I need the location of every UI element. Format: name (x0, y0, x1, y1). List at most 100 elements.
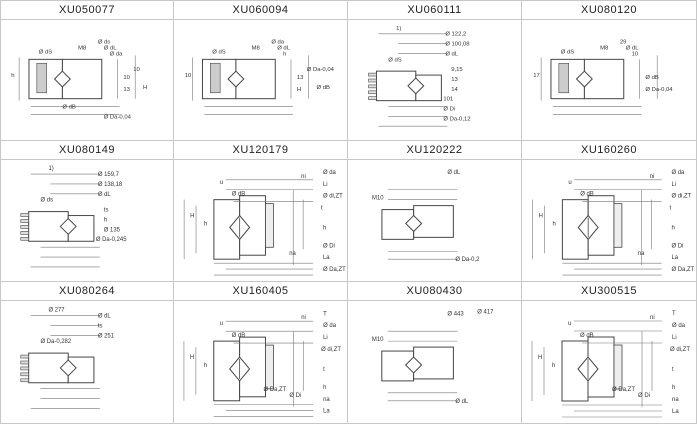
dimension-label: ni (650, 174, 655, 180)
roller (59, 359, 77, 377)
dimension-label: Ø 417 (477, 309, 494, 315)
dimension-label: Ø Di (443, 106, 455, 112)
bearing-code-title: XU060111 (348, 1, 521, 20)
dimension-label: h (204, 221, 207, 227)
bearing-code-title: XU120222 (348, 141, 521, 160)
gear-tooth (368, 78, 377, 83)
dimension-label: Ø Da,ZT (263, 387, 286, 393)
bearing-code-title: XU080120 (522, 1, 696, 20)
dimension-label: Ø 277 (48, 308, 64, 314)
dimension-label: La (323, 255, 330, 261)
dimension-label: Ø 122,2 (445, 32, 466, 38)
roller (407, 77, 425, 95)
dimension-label: Ø Da-0,245 (96, 237, 127, 243)
dimension-label: Ø 443 (447, 311, 464, 317)
dimension-label: Ø ds (98, 40, 110, 46)
dimension-label: H (190, 214, 194, 220)
dimension-label: 101 (443, 97, 453, 103)
housing-flange (265, 203, 274, 248)
roller (405, 214, 423, 233)
dimension-label: Li (323, 335, 328, 341)
dimension-label: H (297, 87, 301, 93)
dimension-label: Ø dB (580, 333, 594, 339)
dimension-label: na (638, 251, 645, 257)
dimension-label: u (568, 321, 571, 327)
dimension-label: Li (671, 182, 676, 188)
dimension-label: Ø dB (232, 192, 246, 198)
dimension-label: 17 (533, 73, 540, 79)
bearing-code-title: XU160405 (174, 282, 347, 301)
dimension-label: 14 (451, 87, 458, 93)
dimension-label: u (568, 180, 571, 186)
dimension-label: Ø di,ZT (670, 347, 690, 353)
dimension-label: Ø da (323, 170, 337, 176)
hatched-section (210, 62, 221, 94)
dimension-label: h (283, 51, 286, 57)
housing-flange (613, 344, 623, 390)
hatched-section (558, 62, 569, 94)
dimension-label: Ø da (110, 51, 123, 57)
dimension-label: h (672, 385, 675, 391)
dimension-label: Ø dS (388, 57, 401, 63)
dimension-label: Ø dS (39, 49, 52, 55)
dimension-label: h (11, 73, 14, 79)
dimension-label: 10 (123, 75, 130, 81)
dimension-label: ts (98, 323, 103, 329)
dimension-label: Ø dL (455, 399, 469, 405)
gear-tooth (20, 231, 29, 235)
dimension-label: Ø 159,7 (98, 172, 119, 178)
dimension-label: 13 (123, 87, 130, 93)
bearing-code-title: XU080430 (348, 282, 521, 301)
dimension-label: 1) (48, 166, 53, 172)
dimension-label: u (220, 321, 223, 327)
dimension-label: Ø dL (445, 51, 458, 57)
dimension-label: Ø Da-0,12 (443, 116, 470, 122)
gear-tooth (368, 90, 377, 95)
dimension-label: na (323, 397, 330, 403)
dimension-label: Ø dB (232, 333, 246, 339)
dimension-label: M10 (372, 337, 384, 343)
dimension-label: 29 (620, 40, 627, 46)
bearing-code-title: XU160260 (522, 141, 696, 160)
dimension-label: u (220, 180, 223, 186)
bearing-code-title: XU050077 (1, 1, 173, 20)
dimension-label: Ø Da,ZT (612, 387, 635, 393)
dimension-label: M8 (78, 46, 87, 52)
dimension-label: Ø 251 (98, 333, 114, 339)
dimension-label: Ø 135 (104, 227, 121, 233)
dimension-label: Ø 100,08 (445, 42, 470, 48)
housing-flange (265, 344, 274, 390)
dimension-label: na (289, 251, 296, 257)
dimension-label: t (672, 367, 674, 373)
roller (53, 70, 71, 88)
dimension-label: T (323, 311, 327, 317)
dimension-label: Ø 138,18 (98, 182, 123, 188)
dimension-label: Ø di,ZT (671, 194, 691, 200)
roller (59, 217, 77, 236)
dimension-label: La (672, 409, 679, 415)
dimension-label: Ø da (271, 40, 284, 46)
gear-tooth (20, 366, 29, 371)
dimension-label: Ø di,ZT (323, 194, 343, 200)
dimension-label: Ø dB (62, 105, 75, 111)
dimension-label: 1) (396, 26, 401, 32)
dimension-label: Ø da (671, 170, 685, 176)
dimension-label: h (671, 225, 674, 231)
bearing-code-title: XU120179 (174, 141, 347, 160)
dimension-label: ts (104, 208, 109, 214)
dimension-label: 13 (451, 77, 458, 83)
dimension-label: h (323, 225, 326, 231)
dimension-label: Ø dL (98, 192, 112, 198)
bearing-code-title: XU080149 (1, 141, 173, 160)
dimension-label: Ø dS (561, 49, 574, 55)
gear-tooth (20, 213, 29, 217)
